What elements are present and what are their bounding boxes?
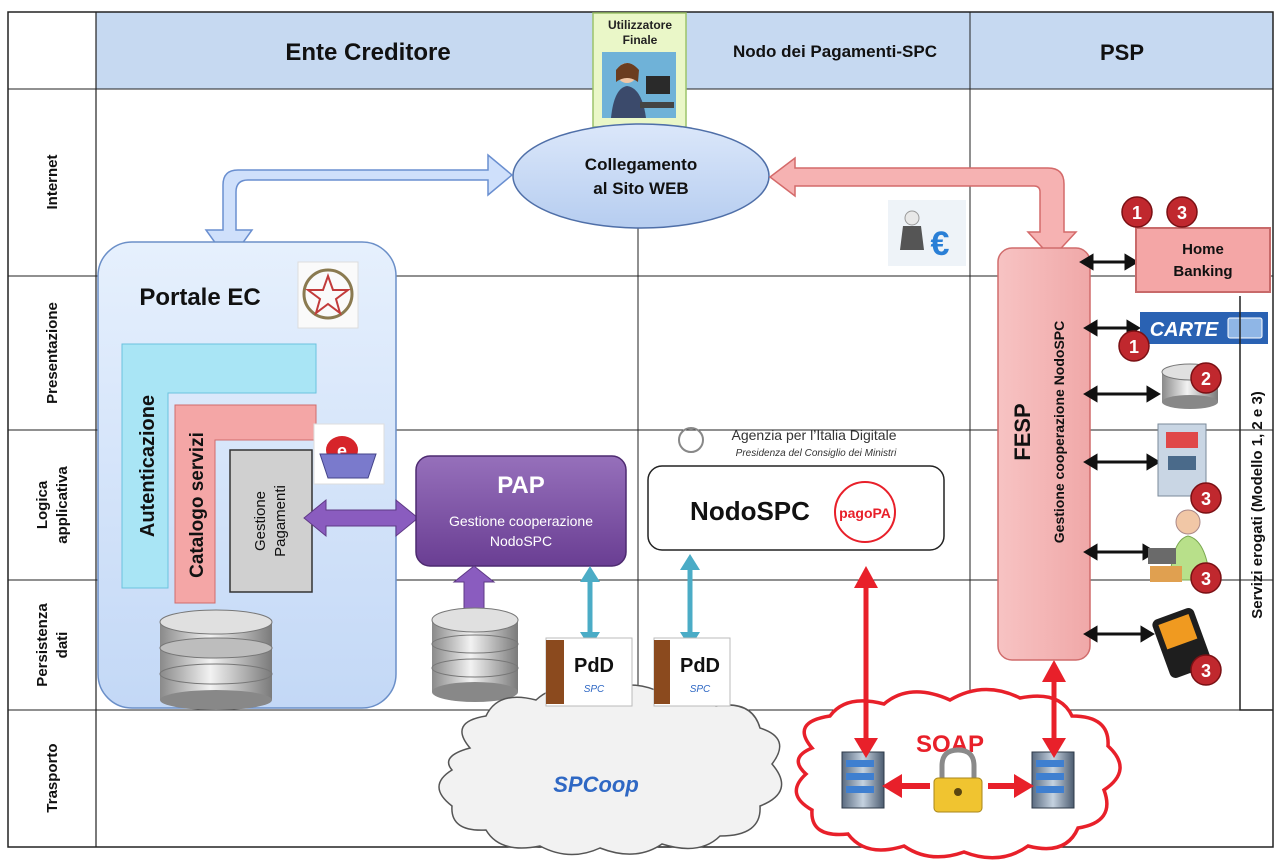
row-label-logica: Logica <box>34 480 51 529</box>
agid-logo: Agenzia per l’Italia Digitale Presidenza… <box>678 427 897 459</box>
pdd-left-sub: SPC <box>584 684 605 695</box>
spcoop-label: SPCoop <box>553 772 639 797</box>
gestione-line2: Pagamenti <box>272 485 289 557</box>
pagopa-logo-icon: pagoPA <box>834 481 896 543</box>
svg-text:1: 1 <box>1132 203 1142 223</box>
server-left-icon <box>841 751 885 809</box>
row-label-persistenza: Persistenza <box>34 603 51 687</box>
badge-atm-3: 3 <box>1190 482 1222 514</box>
fesp-box <box>997 247 1091 661</box>
euro-symbol: € <box>931 225 950 263</box>
soap-cloud <box>794 687 1122 860</box>
fesp-title: FESP <box>1010 403 1035 460</box>
svg-text:1: 1 <box>1129 337 1139 357</box>
catalogo-label: Catalogo servizi <box>187 432 208 578</box>
euro-person-icon: € <box>888 200 966 266</box>
pap-box <box>415 455 627 567</box>
user-at-computer-icon <box>602 52 676 118</box>
badges: 1 3 1 2 3 3 3 <box>1118 196 1222 686</box>
pap-title: PAP <box>497 472 545 499</box>
utilizzatore-line2: Finale <box>623 33 658 47</box>
pdd-right-sub: SPC <box>690 684 711 695</box>
badge-home-1: 1 <box>1121 196 1153 228</box>
pdd-box-right: PdD SPC <box>653 637 731 707</box>
pap-database-icon <box>431 607 519 702</box>
gestione-line1: Gestione <box>252 491 269 551</box>
pap-line2: NodoSPC <box>490 533 552 549</box>
row-label-trasporto: Trasporto <box>44 743 61 812</box>
pdd-box-left: PdD SPC <box>545 637 633 707</box>
agid-line1: Agenzia per l’Italia Digitale <box>732 427 897 443</box>
collegamento-line1: Collegamento <box>585 155 697 174</box>
svg-text:3: 3 <box>1177 203 1187 223</box>
agid-line2: Presidenza del Consiglio dei Ministri <box>736 448 897 459</box>
svg-text:3: 3 <box>1201 489 1211 509</box>
home-banking-line1: Home <box>1182 241 1224 258</box>
pdd-left-label: PdD <box>574 655 614 677</box>
arrow-web-to-fesp <box>768 156 1078 260</box>
nodospc-title: NodoSPC <box>690 496 810 526</box>
gestione-pagamenti-block <box>229 449 313 593</box>
collegamento-ellipse <box>512 123 770 229</box>
home-banking-box[interactable] <box>1135 227 1271 293</box>
italian-emblem-icon <box>297 261 359 329</box>
row-label-dati: dati <box>54 632 71 659</box>
header-psp: PSP <box>1100 40 1144 65</box>
row-label-presentazione: Presentazione <box>44 302 61 404</box>
shopping-basket-icon: e <box>313 423 385 485</box>
teal-arrows <box>580 554 700 648</box>
carte-logo: CARTE <box>1140 312 1268 344</box>
red-arrows <box>854 566 1066 798</box>
autenticazione-block <box>121 343 317 589</box>
svg-text:2: 2 <box>1201 369 1211 389</box>
pdd-right-label: PdD <box>680 655 720 677</box>
utilizzatore-finale: Utilizzatore Finale <box>592 12 687 128</box>
servizi-bracket <box>1239 296 1273 711</box>
home-banking-line2: Banking <box>1173 263 1232 280</box>
svg-text:e: e <box>337 441 347 461</box>
badge-db-2: 2 <box>1190 362 1222 394</box>
pagopa-label: pagoPA <box>839 505 891 521</box>
collegamento-line2: al Sito WEB <box>593 179 688 198</box>
fesp-subtitle: Gestione cooperazione NodoSPC <box>1051 321 1067 543</box>
portale-ec-title: Portale EC <box>139 284 260 311</box>
badge-cashier-3: 3 <box>1190 562 1222 594</box>
portal-database-icon <box>159 609 273 710</box>
carte-label: CARTE <box>1150 319 1219 341</box>
header-ente-creditore: Ente Creditore <box>285 39 450 66</box>
catalogo-block <box>174 404 317 604</box>
server-right-icon <box>1031 751 1075 809</box>
badge-phone-3: 3 <box>1190 654 1222 686</box>
spcoop-cloud <box>438 684 783 856</box>
autenticazione-label: Autenticazione <box>137 395 159 537</box>
row-label-internet: Internet <box>44 154 61 209</box>
row-label-applicativa: applicativa <box>54 466 71 544</box>
badge-home-3: 3 <box>1166 196 1198 228</box>
pap-line1: Gestione cooperazione <box>449 513 593 529</box>
padlock-icon <box>933 747 983 813</box>
svg-text:3: 3 <box>1201 661 1211 681</box>
utilizzatore-line1: Utilizzatore <box>608 18 672 32</box>
servizi-label: Servizi erogati (Modello 1, 2 e 3) <box>1249 391 1266 619</box>
badge-carte-1: 1 <box>1118 330 1150 362</box>
fesp-service-arrows <box>1079 253 1161 643</box>
atm-icon <box>1157 423 1207 497</box>
svg-text:3: 3 <box>1201 569 1211 589</box>
header-nodo: Nodo dei Pagamenti-SPC <box>733 42 937 61</box>
